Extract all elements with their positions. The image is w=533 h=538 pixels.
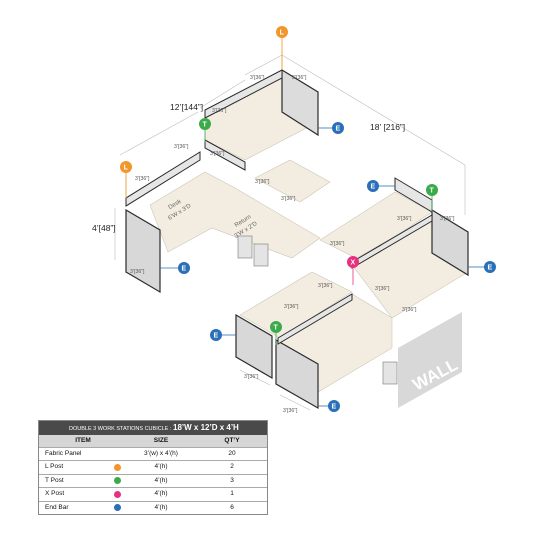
row-item: T Post [39, 475, 125, 487]
svg-text:E: E [182, 266, 187, 273]
row-item: X Post [39, 488, 125, 500]
row-item-label: Fabric Panel [45, 450, 82, 457]
svg-text:T: T [203, 122, 208, 129]
svg-text:E: E [336, 126, 341, 133]
row-qty: 2 [230, 463, 234, 471]
svg-text:X: X [351, 260, 356, 267]
row-size: 4’(h) [154, 503, 168, 511]
seg-dim: 3’[36”] [283, 408, 298, 414]
post-markers: L L T T T X [120, 26, 438, 345]
seg-dim: 3’[36”] [135, 176, 150, 182]
row-size: 4’(h) [154, 490, 168, 498]
width-dimension: 12’[144”] [170, 102, 203, 112]
row-item-label: X Post [45, 490, 65, 498]
row-size: 4’(h) [154, 476, 168, 484]
row-qty: 3 [230, 476, 234, 484]
svg-text:L: L [280, 30, 285, 37]
svg-text:L: L [124, 165, 129, 172]
row-qty: 20 [228, 450, 236, 457]
table-row: T Post 4’(h) 3 [39, 473, 267, 487]
seg-dim: 3’[36”] [284, 304, 299, 310]
svg-text:E: E [371, 184, 376, 191]
dimension-lines [114, 50, 466, 411]
wall: WALL [398, 312, 462, 408]
desk-surfaces [149, 69, 469, 393]
end-bar-markers: E E E E E E [160, 122, 496, 412]
svg-text:E: E [488, 265, 493, 272]
seg-dim: 3’[36”] [402, 307, 417, 313]
row-item: End Bar [39, 502, 125, 514]
row-size: 4’(h) [154, 463, 168, 471]
legend-dot-icon [114, 477, 121, 485]
seg-dim: 3’[36”] [255, 179, 270, 185]
svg-text:E: E [332, 404, 337, 411]
seg-dim: 3’[36”] [212, 108, 227, 114]
spec-title: DOUBLE 3 WORK STATIONS CUBICLE : [69, 426, 172, 432]
table-row: End Bar 4’(h) 6 [39, 500, 267, 514]
seg-dim: 3’[36”] [318, 283, 333, 289]
end-bar-marker [210, 329, 222, 341]
pedestals [237, 235, 398, 385]
table-row: X Post 4’(h) 1 [39, 487, 267, 500]
spec-column-headers: ITEM SIZE QT’Y [39, 435, 267, 447]
row-size: 3’(w) x 4’(h) [144, 450, 178, 457]
table-row: Fabric Panel 3’(w) x 4’(h) 20 [39, 447, 267, 460]
row-qty: 6 [230, 503, 234, 511]
height-dimension: 4’[48”] [92, 223, 116, 233]
legend-dot-icon [114, 464, 121, 472]
x-post-marker [347, 256, 359, 268]
t-post-marker [199, 118, 211, 130]
row-item-label: L Post [45, 463, 64, 471]
segment-dimensions: 3’[36”] 3’[36”] 3’[36”] 3’[36”] 3’[36”] … [130, 75, 455, 414]
row-qty: 1 [230, 490, 234, 498]
svg-text:E: E [214, 333, 219, 340]
panels [125, 68, 469, 410]
seg-dim: 3’[36”] [210, 151, 225, 157]
col-size: SIZE [153, 437, 169, 444]
seg-dim: 3’[36”] [292, 75, 307, 81]
end-bar-marker [178, 262, 190, 274]
row-item-label: T Post [45, 476, 64, 484]
spec-header: DOUBLE 3 WORK STATIONS CUBICLE : 18’W x … [39, 421, 267, 435]
table-row: L Post 4’(h) 2 [39, 460, 267, 473]
l-post-marker [120, 161, 132, 173]
col-qty: QT’Y [224, 437, 240, 444]
svg-text:T: T [430, 188, 435, 195]
seg-dim: 3’[36”] [174, 144, 189, 150]
seg-dim: 3’[36”] [250, 75, 265, 81]
legend-dot-icon [114, 504, 121, 512]
t-post-marker [426, 184, 438, 196]
seg-dim: 3’[36”] [244, 374, 259, 380]
seg-dim: 3’[36”] [130, 269, 145, 275]
col-item: ITEM [75, 437, 91, 444]
end-bar-marker [328, 400, 340, 412]
end-bar-marker [332, 122, 344, 134]
seg-dim: 3’[36”] [375, 286, 390, 292]
seg-dim: 3’[36”] [440, 216, 455, 222]
seg-dim: 3’[36”] [397, 216, 412, 222]
row-item: Fabric Panel [39, 448, 125, 460]
t-post-marker [270, 321, 282, 333]
svg-text:T: T [274, 325, 279, 332]
end-bar-marker [367, 180, 379, 192]
l-post-marker [276, 26, 288, 38]
row-item: L Post [39, 461, 125, 473]
end-bar-marker [484, 261, 496, 273]
row-item-label: End Bar [45, 503, 69, 511]
seg-dim: 3’[36”] [330, 241, 345, 247]
seg-dim: 3’[36”] [281, 196, 296, 202]
spec-dimensions: 18’W x 12’D x 4’H [173, 423, 239, 432]
spec-table: DOUBLE 3 WORK STATIONS CUBICLE : 18’W x … [38, 420, 268, 515]
length-dimension: 18’ [216”] [370, 122, 405, 132]
legend-dot-icon [114, 490, 121, 498]
